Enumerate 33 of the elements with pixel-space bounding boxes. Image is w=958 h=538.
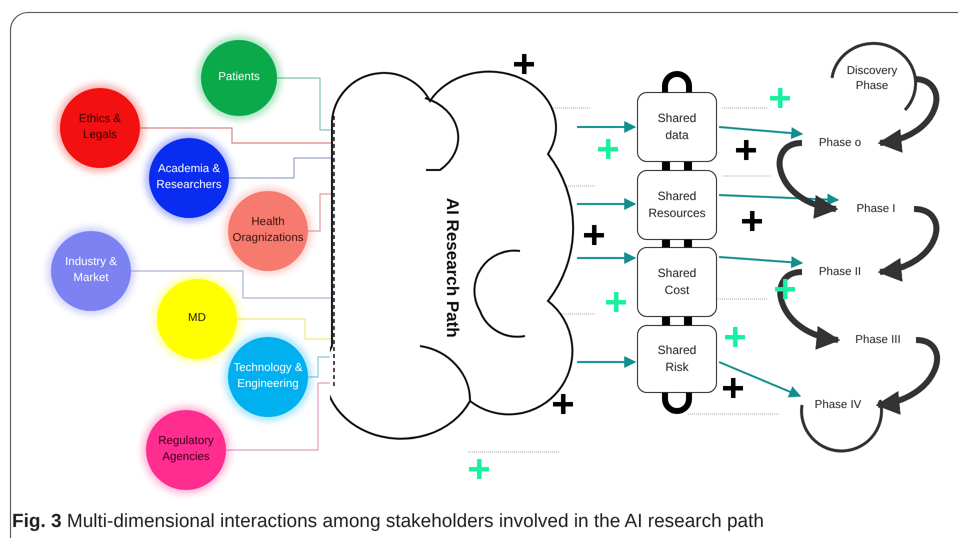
arrow: [718, 361, 802, 398]
phase-label: Phase o: [804, 130, 876, 156]
arrow: [577, 356, 636, 368]
connector-line: [140, 127, 333, 144]
shared-box: Shared Resources: [637, 170, 717, 240]
arrow: [718, 126, 804, 140]
phase-label: Discovery Phase: [832, 60, 912, 98]
arrow: [718, 194, 840, 206]
connector-line: [226, 382, 333, 451]
arrow: [776, 140, 838, 218]
phase-label: Phase I: [840, 196, 912, 222]
phase-label: Phase III: [842, 327, 914, 353]
connector-line: [229, 157, 333, 179]
cloud-title: AI Research Path: [442, 196, 463, 340]
shared-box: Shared data: [637, 92, 717, 162]
arrow: [718, 256, 804, 268]
connector-line: [237, 318, 333, 340]
phase-label: Phase IV: [802, 392, 874, 418]
figure-caption: Fig. 3 Multi-dimensional interactions among stakeholders involved in the AI research path: [12, 510, 764, 534]
connector-line: [131, 270, 333, 299]
arrow: [876, 337, 940, 414]
shared-box: Shared Risk: [637, 325, 717, 393]
arrow: [878, 206, 940, 280]
connector-line: [308, 356, 333, 378]
connector-line: [308, 193, 333, 232]
arrow: [577, 121, 636, 133]
arrow: [577, 252, 636, 264]
arrow: [778, 269, 840, 348]
shared-box: Shared Cost: [637, 247, 717, 317]
arrow: [577, 198, 636, 210]
arrow: [878, 76, 940, 152]
connector-line: [277, 77, 333, 131]
phase-label: Phase II: [804, 259, 876, 285]
